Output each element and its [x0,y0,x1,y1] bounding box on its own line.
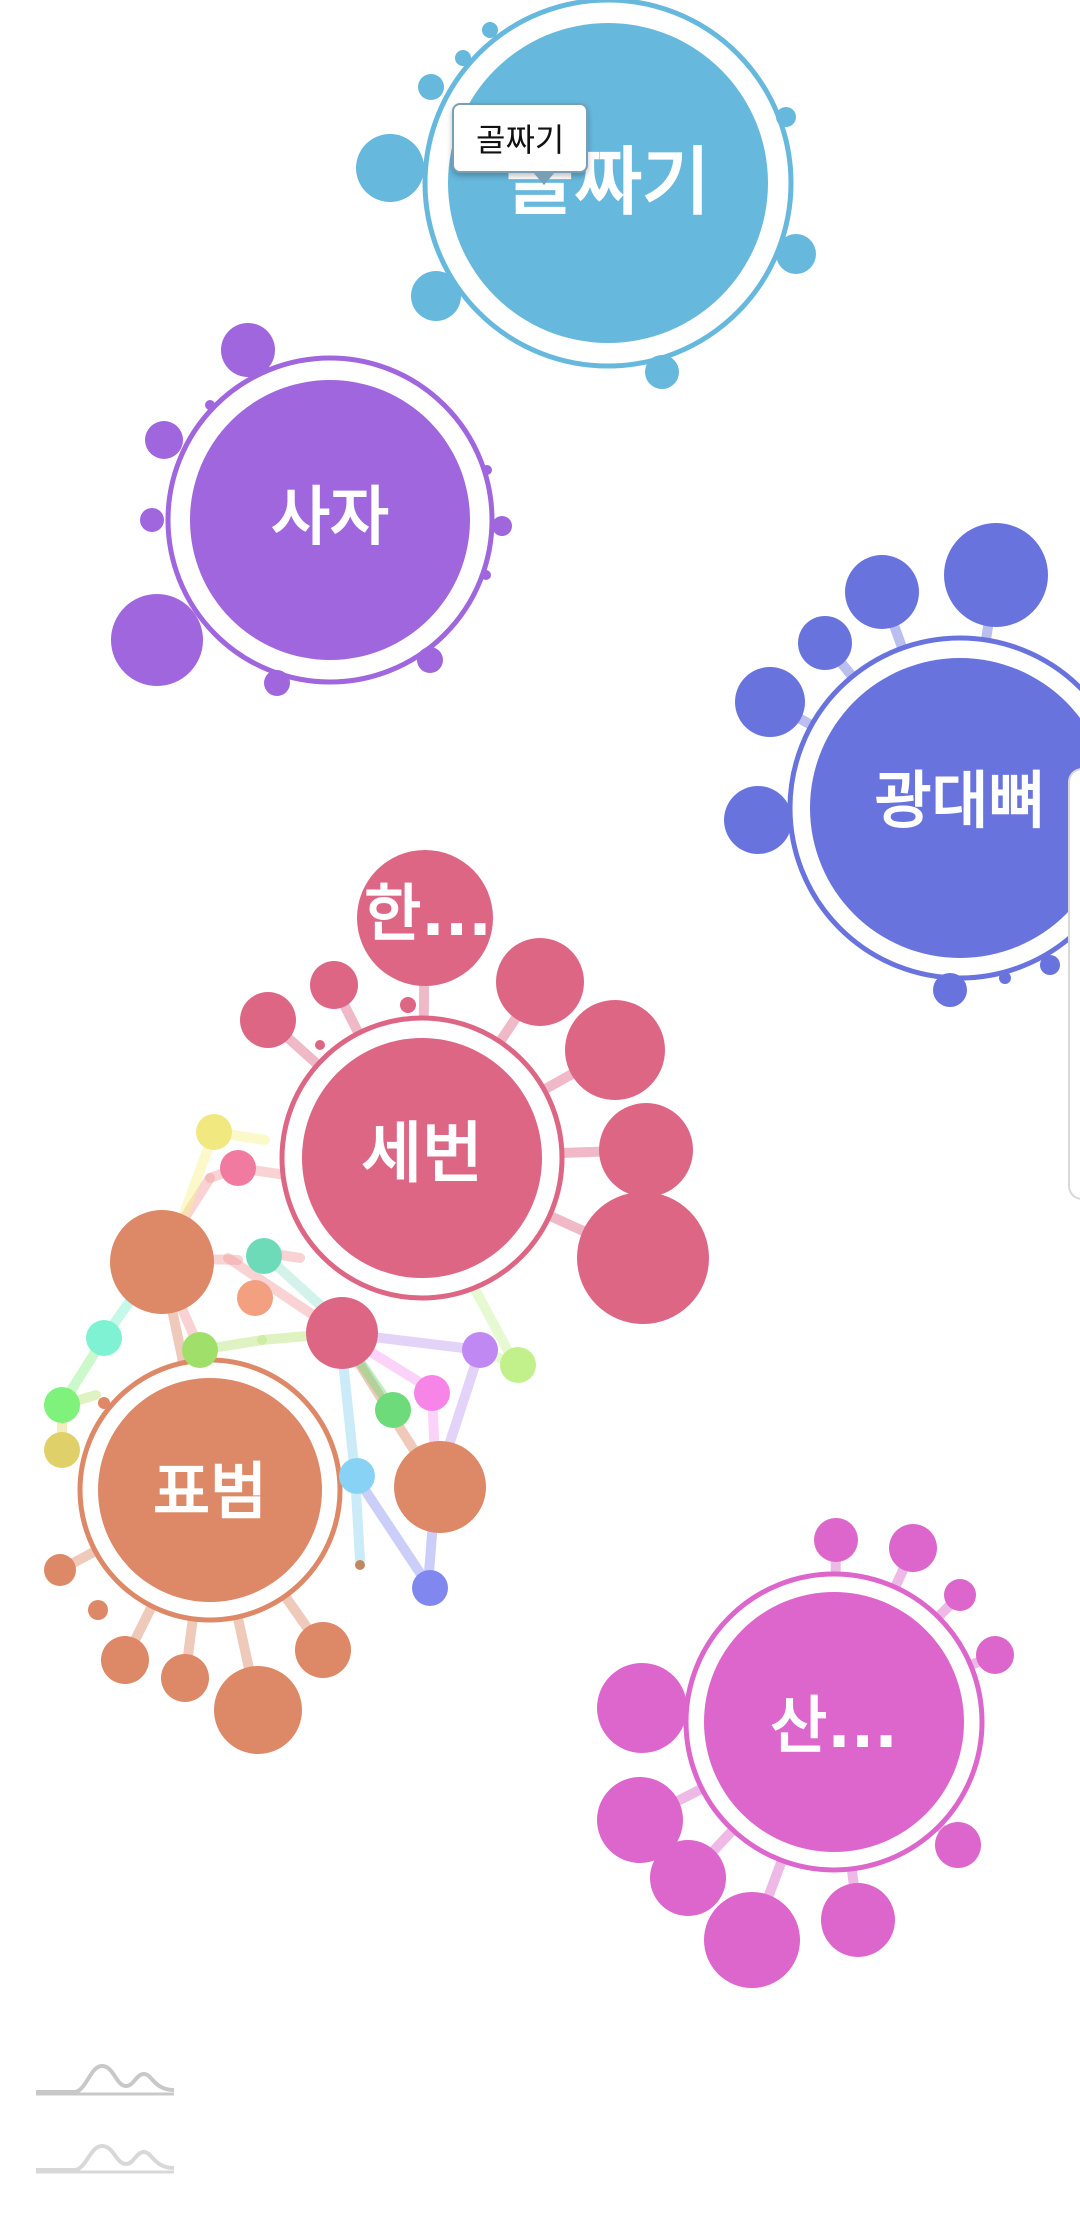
network-dot[interactable] [355,1560,365,1570]
node-saja-satellite[interactable] [111,594,203,686]
node-golzzagi-bubble[interactable] [448,23,768,343]
node-golzzagi-satellite[interactable] [356,134,424,202]
trend-icon[interactable] [34,2138,176,2174]
node-san-satellite[interactable] [597,1777,683,1863]
node-saja-satellite[interactable] [482,465,492,475]
network-dot[interactable] [86,1320,122,1356]
network-dot[interactable] [375,1392,411,1428]
node-sebeon-bubble[interactable] [302,1038,542,1278]
node-san-satellite[interactable] [597,1663,687,1753]
node-san-satellite[interactable] [650,1840,726,1916]
node-sebeon-satellite[interactable] [599,1103,693,1197]
node-san-satellite[interactable] [935,1822,981,1868]
network-dot[interactable] [44,1432,80,1468]
network-dot[interactable] [237,1280,273,1316]
node-san-satellite[interactable] [889,1524,937,1572]
node-pyobeom-satellite[interactable] [88,1600,108,1620]
node-saja-satellite[interactable] [221,323,275,377]
node-golzzagi-satellite[interactable] [645,355,679,389]
node-sebeon-satellite[interactable] [400,997,416,1013]
node-gwangdae-satellite[interactable] [944,523,1048,627]
network-dot[interactable] [339,1458,375,1494]
node-gwangdae-satellite[interactable] [724,786,792,854]
node-saja-satellite[interactable] [492,516,512,536]
node-san-satellite[interactable] [814,1518,858,1562]
network-dot[interactable] [462,1332,498,1368]
node-golzzagi-satellite[interactable] [455,50,471,66]
node-gwangdae-satellite[interactable] [999,972,1011,984]
node-sebeon-satellite[interactable] [565,1000,665,1100]
network-dot[interactable] [412,1570,448,1606]
node-saja-satellite[interactable] [205,400,215,410]
node-golzzagi-satellite[interactable] [482,22,498,38]
network-dot[interactable] [220,1150,256,1186]
network-dot[interactable] [500,1347,536,1383]
node-tooltip: 골짜기 [452,103,589,185]
node-gwangdae-satellite[interactable] [845,555,919,629]
node-golzzagi-satellite[interactable] [776,234,816,274]
network-dot[interactable] [246,1238,282,1274]
node-saja-bubble[interactable] [190,380,470,660]
node-sebeon-satellite[interactable] [240,992,296,1048]
node-gwangdae-satellite[interactable] [933,973,967,1007]
node-gwangdae-satellite[interactable] [798,616,852,670]
node-saja-satellite[interactable] [417,647,443,673]
node-pyobeom-satellite[interactable] [44,1554,76,1586]
node-sebeon-satellite[interactable] [315,1040,325,1050]
node-sebeon-satellite[interactable] [496,938,584,1026]
node-san-satellite[interactable] [976,1636,1014,1674]
link-line [350,1470,433,1590]
node-pyobeom-satellite[interactable] [214,1666,302,1754]
node-pyobeom-satellite[interactable] [161,1654,209,1702]
node-saja-satellite[interactable] [264,670,290,696]
link-line [465,1275,520,1369]
network-dot[interactable] [98,1397,110,1409]
node-gwangdae-satellite[interactable] [735,667,805,737]
node-sebeon-satellite[interactable] [310,961,358,1009]
node-sebeon-satellite[interactable] [577,1192,709,1324]
node-pyobeom-satellite[interactable] [101,1636,149,1684]
node-pyobeom-link-bubble[interactable] [394,1441,486,1533]
node-saja-satellite[interactable] [145,421,183,459]
node-golzzagi-satellite[interactable] [411,271,461,321]
node-sebeon-link-bubble[interactable] [306,1297,378,1369]
node-san-satellite[interactable] [821,1883,895,1957]
network-dot[interactable] [196,1114,232,1150]
side-panel-handle[interactable] [1068,768,1080,1200]
node-sebeon-satellite[interactable] [357,850,493,986]
node-saja-satellite[interactable] [140,508,164,532]
trend-icon[interactable] [34,2056,176,2096]
node-gwangdae-satellite[interactable] [1040,955,1060,975]
node-pyobeom-satellite[interactable] [110,1210,214,1314]
network-dot[interactable] [44,1387,80,1423]
network-dot[interactable] [414,1375,450,1411]
node-pyobeom-bubble[interactable] [98,1378,322,1602]
node-golzzagi-satellite[interactable] [776,107,796,127]
node-saja-satellite[interactable] [481,570,491,580]
network-dot[interactable] [182,1332,218,1368]
node-gwangdae-bubble[interactable] [810,658,1080,958]
node-golzzagi-satellite[interactable] [418,74,444,100]
node-san-satellite[interactable] [704,1892,800,1988]
node-san-bubble[interactable] [704,1592,964,1852]
node-san-satellite[interactable] [944,1579,976,1611]
node-pyobeom-satellite[interactable] [295,1622,351,1678]
